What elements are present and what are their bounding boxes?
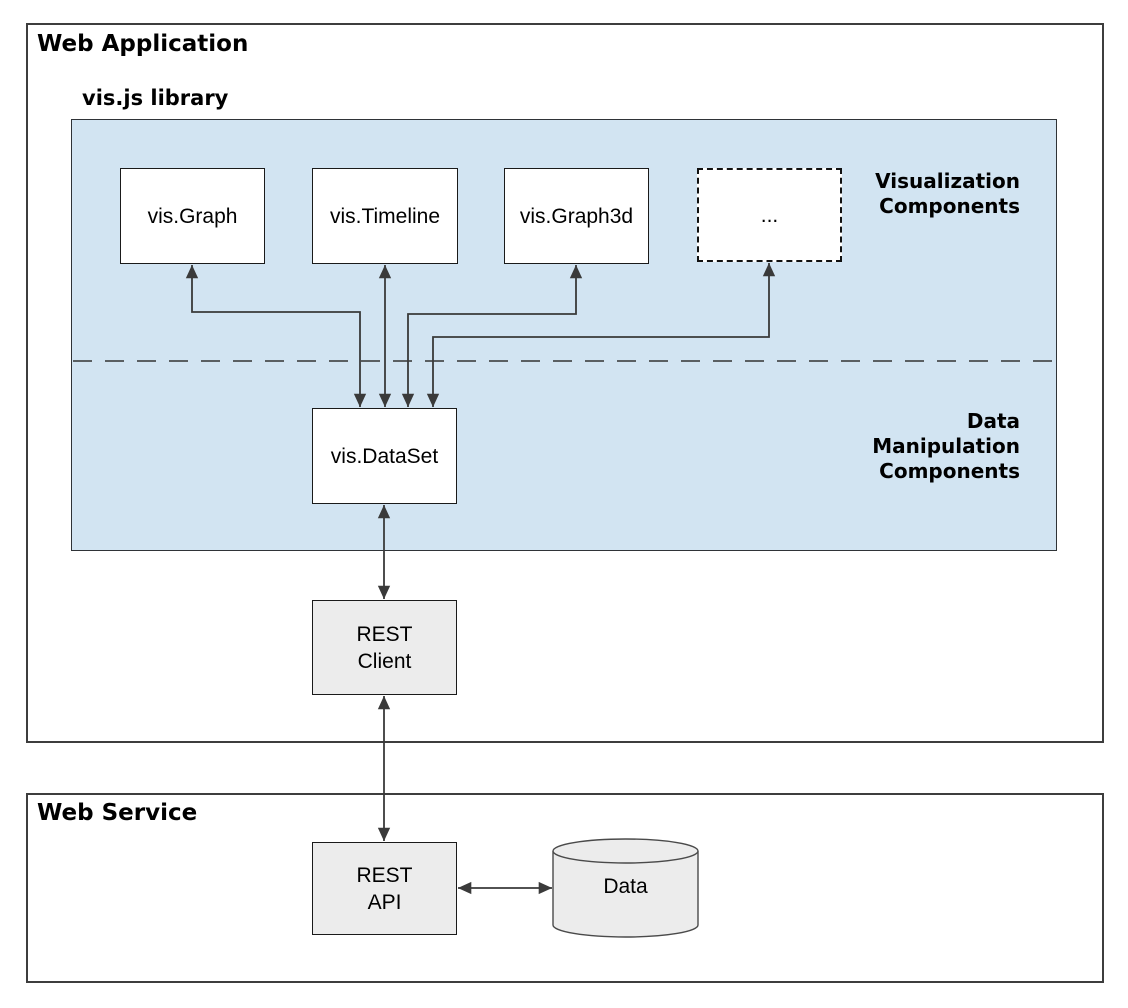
node-vis-graph: vis.Graph — [120, 168, 265, 264]
node-more-components: ... — [697, 168, 842, 262]
node-vis-dataset-label: vis.DataSet — [330, 444, 439, 468]
node-rest-api-label: REST API — [356, 863, 413, 914]
web-application-section — [26, 23, 1104, 743]
node-vis-graph3d-label: vis.Graph3d — [519, 204, 634, 228]
node-vis-graph-label: vis.Graph — [147, 204, 238, 228]
node-rest-client: REST Client — [312, 600, 457, 695]
node-vis-dataset: vis.DataSet — [312, 408, 457, 504]
node-more-components-label: ... — [760, 203, 779, 227]
web-service-section — [26, 793, 1104, 983]
web-application-title: Web Application — [37, 31, 249, 57]
visjs-library-label: vis.js library — [82, 86, 229, 110]
web-service-title: Web Service — [37, 800, 198, 826]
visualization-components-label: Visualization Components — [875, 169, 1020, 218]
node-vis-timeline-label: vis.Timeline — [329, 204, 441, 228]
node-rest-api: REST API — [312, 842, 457, 935]
node-data-store-label: Data — [603, 875, 648, 898]
node-vis-graph3d: vis.Graph3d — [504, 168, 649, 264]
data-manipulation-components-label: Data Manipulation Components — [872, 409, 1020, 483]
node-rest-client-label: REST Client — [356, 622, 413, 673]
node-vis-timeline: vis.Timeline — [312, 168, 458, 264]
